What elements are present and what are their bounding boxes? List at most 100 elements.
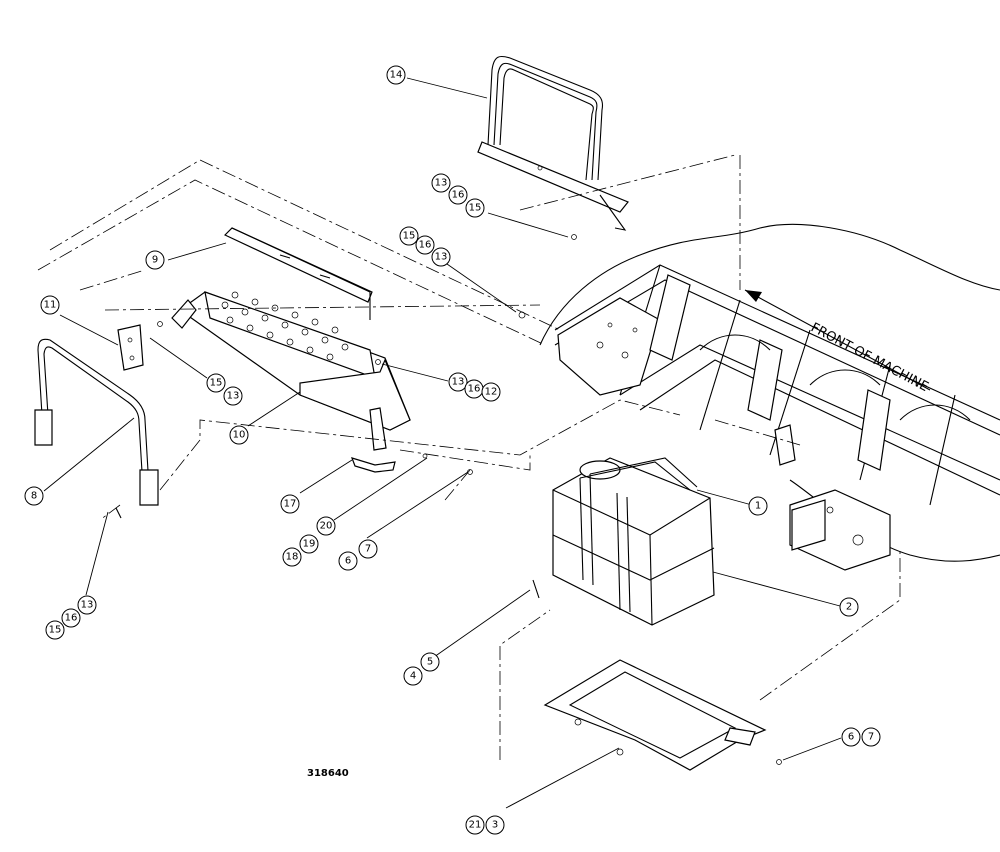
callout-label: 6 — [848, 732, 854, 743]
callout-13: 13 — [448, 372, 468, 392]
callout-circle — [485, 815, 505, 835]
callout-circle — [299, 534, 319, 554]
callout-circle — [282, 547, 302, 567]
callout-8: 8 — [24, 486, 44, 506]
callout-4: 4 — [403, 666, 423, 686]
plate-9 — [223, 227, 373, 320]
callout-label: 16 — [419, 240, 432, 251]
callout-14: 14 — [386, 65, 406, 85]
callout-label: 15 — [210, 378, 223, 389]
callout-circle — [280, 494, 300, 514]
callout-15: 15 — [465, 198, 485, 218]
callout-circle — [338, 551, 358, 571]
callout-21: 21 — [465, 815, 485, 835]
handrail-top — [477, 55, 629, 231]
drawing-number: 318640 — [307, 768, 349, 779]
bracket-17 — [351, 457, 396, 473]
callout-16: 16 — [448, 185, 468, 205]
callout-label: 12 — [485, 387, 498, 398]
callout-circle — [448, 372, 468, 392]
callout-circle — [229, 425, 249, 445]
callout-circle — [77, 595, 97, 615]
callout-label: 5 — [427, 657, 433, 668]
step-platform — [171, 291, 411, 451]
callout-18: 18 — [282, 547, 302, 567]
callout-label: 13 — [435, 178, 448, 189]
callout-2: 2 — [839, 597, 859, 617]
callout-9: 9 — [145, 250, 165, 270]
callout-label: 4 — [410, 671, 416, 682]
callout-circle — [61, 608, 81, 628]
callout-label: 8 — [31, 491, 37, 502]
callout-15: 15 — [206, 373, 226, 393]
callout-6: 6 — [338, 551, 358, 571]
callout-label: 21 — [469, 820, 482, 831]
machine-frame: FRONT OF MACHINE — [539, 223, 1000, 571]
callout-3: 3 — [485, 815, 505, 835]
callout-19: 19 — [299, 534, 319, 554]
callout-5: 5 — [420, 652, 440, 672]
callout-circle — [415, 235, 435, 255]
leader-lines — [43, 77, 842, 809]
callout-16: 16 — [61, 608, 81, 628]
callout-circle — [316, 516, 336, 536]
callout-11: 11 — [40, 295, 60, 315]
callout-label: 10 — [233, 430, 246, 441]
callout-16: 16 — [415, 235, 435, 255]
callout-10: 10 — [229, 425, 249, 445]
callout-circle — [45, 620, 65, 640]
callout-circle — [465, 815, 485, 835]
callout-7: 7 — [861, 727, 881, 747]
callout-label: 13 — [227, 391, 240, 402]
callout-label: 13 — [452, 377, 465, 388]
tank-tray — [543, 659, 767, 771]
callout-label: 13 — [81, 600, 94, 611]
callout-circle — [420, 652, 440, 672]
callout-circle — [465, 198, 485, 218]
callout-label: 9 — [152, 255, 158, 266]
callout-circle — [841, 727, 861, 747]
callout-7: 7 — [358, 539, 378, 559]
water-tank — [552, 457, 715, 626]
callout-circle — [431, 247, 451, 267]
callout-circle — [748, 496, 768, 516]
callout-13: 13 — [431, 247, 451, 267]
callout-label: 7 — [868, 732, 874, 743]
callout-1: 1 — [748, 496, 768, 516]
callout-15: 15 — [45, 620, 65, 640]
callout-circle — [358, 539, 378, 559]
callout-circle — [145, 250, 165, 270]
callout-label: 16 — [468, 384, 481, 395]
callout-circle — [40, 295, 60, 315]
callout-16: 16 — [464, 379, 484, 399]
callout-label: 3 — [492, 820, 498, 831]
callout-label: 18 — [286, 552, 299, 563]
callout-13: 13 — [223, 386, 243, 406]
callout-circle — [839, 597, 859, 617]
callout-13: 13 — [431, 173, 451, 193]
assembly-lines — [37, 154, 901, 760]
bracket-11 — [117, 324, 144, 371]
platform-holes — [221, 291, 349, 361]
callout-label: 15 — [469, 203, 482, 214]
callout-circle — [861, 727, 881, 747]
callout-label: 13 — [435, 252, 448, 263]
callout-label: 15 — [403, 231, 416, 242]
handrail-left — [34, 338, 159, 506]
callout-13: 13 — [77, 595, 97, 615]
callout-label: 17 — [284, 499, 297, 510]
callout-label: 15 — [49, 625, 62, 636]
callout-label: 6 — [345, 556, 351, 567]
callout-6: 6 — [841, 727, 861, 747]
callout-circle — [206, 373, 226, 393]
callout-circle — [431, 173, 451, 193]
callout-label: 2 — [846, 602, 852, 613]
callout-15: 15 — [399, 226, 419, 246]
callout-label: 19 — [303, 539, 316, 550]
callout-circle — [223, 386, 243, 406]
callout-label: 14 — [390, 70, 403, 81]
callout-circle — [386, 65, 406, 85]
callout-circle — [448, 185, 468, 205]
callout-label: 16 — [65, 613, 78, 624]
